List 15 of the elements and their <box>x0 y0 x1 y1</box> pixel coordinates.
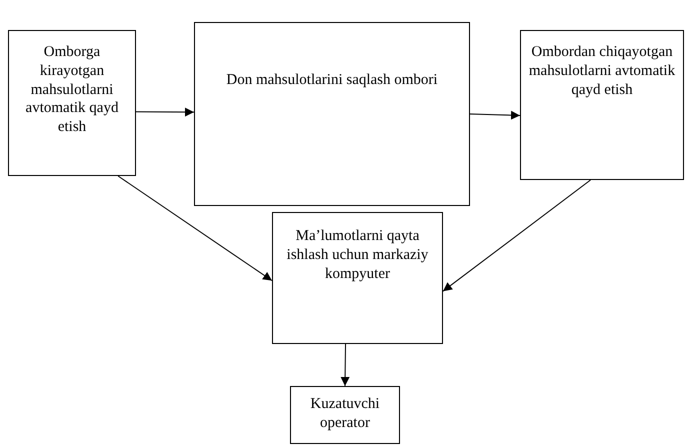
process-box <box>520 30 684 180</box>
process-box <box>8 30 136 176</box>
box-label: Omborga kirayotgan mahsulotlarni avtomatik qayd etish <box>24 43 120 137</box>
box-label: Ombordan chiqayotgan mahsulotlarni avtomatik qayd etish <box>528 43 676 100</box>
arrow <box>442 180 592 292</box>
process-box <box>290 386 400 444</box>
arrow <box>136 108 194 117</box>
arrow <box>118 176 272 282</box>
box-label: Kuzatuvchi operator <box>309 395 381 432</box>
process-box <box>272 212 443 344</box>
arrow <box>340 344 350 386</box>
box-label: Ma’lumotlarni qayta ishlash uchun markaziy kompyuter <box>286 227 430 284</box>
arrow <box>470 110 520 120</box>
process-box <box>194 22 470 206</box>
box-label: Don mahsulotlarini saqlash ombori <box>225 71 439 90</box>
